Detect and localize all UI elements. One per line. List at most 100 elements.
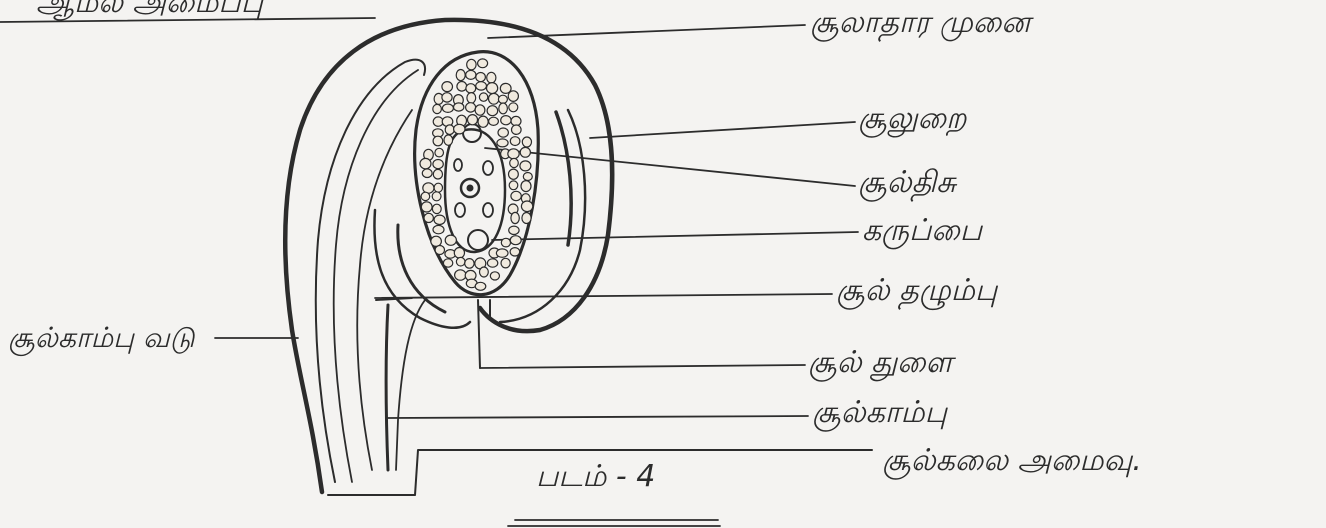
- leader-micropyle: [480, 365, 805, 368]
- nucellus-cell: [489, 93, 500, 104]
- nucellus-cell: [476, 82, 487, 90]
- embryo-cell-3: [455, 203, 465, 217]
- nucellus-cell: [465, 259, 474, 269]
- nucellus-cell: [434, 215, 445, 224]
- inner-integument-right-thick: [556, 112, 571, 245]
- nucellus-cell: [508, 149, 519, 159]
- nucellus-cell: [457, 82, 467, 92]
- nucellus-cell: [445, 235, 456, 245]
- nucellus-cell: [423, 183, 434, 193]
- nucellus-cell: [511, 212, 519, 223]
- nucellus-cell: [455, 270, 466, 280]
- nucellus-cell: [487, 259, 497, 267]
- raphe-line-4: [386, 305, 388, 470]
- heading-text: ஆம்ல அமைப்பு: [36, 0, 263, 18]
- nucellus-cell: [443, 259, 452, 267]
- nucellus-cell: [475, 105, 485, 115]
- nucellus-cell: [522, 213, 531, 224]
- nucellus-cell: [420, 158, 431, 168]
- nucellus-cell: [498, 128, 508, 137]
- nucellus-cell: [433, 104, 442, 113]
- label-funicle: சூல்காம்பு: [812, 398, 947, 428]
- nucellus-cell: [487, 106, 498, 116]
- nucellus-cell: [421, 202, 432, 212]
- leader-embryo-sac: [492, 232, 858, 240]
- nucellus-cell: [512, 125, 522, 134]
- nucellus-cell: [499, 103, 508, 114]
- nucellus-cell: [521, 201, 532, 212]
- nucellus-cell: [442, 82, 453, 92]
- nucellus-cell: [433, 136, 443, 146]
- nucellus-cell: [521, 181, 531, 192]
- label-placenta-tissue: சூல்கலை அமைவு.: [882, 446, 1142, 476]
- nucellus-cell: [435, 246, 444, 255]
- nucellus-cell: [435, 148, 444, 157]
- nucellus-cell: [509, 181, 518, 190]
- embryo-cell-1: [483, 161, 493, 175]
- nucellus-cell: [466, 70, 476, 79]
- nucellus-cell: [454, 248, 464, 259]
- label-placenta: சூல்காம்பு வடு: [8, 318, 198, 359]
- nucellus-cell: [511, 191, 521, 200]
- nucellus-cell: [510, 248, 520, 256]
- nucellus-cell: [501, 116, 511, 125]
- label-nucellus: சூல்திசு: [858, 168, 956, 198]
- nucellus-cell: [456, 70, 465, 81]
- nucellus-cell: [422, 169, 432, 178]
- embryo-cell-2: [483, 203, 493, 217]
- nucellus-cell: [487, 83, 498, 94]
- nucellus-cell: [432, 192, 441, 201]
- leader-funicle: [388, 416, 808, 418]
- nucellus-cell: [497, 139, 508, 147]
- synergid-cell: [468, 230, 488, 250]
- nucellus-cell: [434, 183, 442, 192]
- nucellus-cell: [424, 213, 433, 222]
- label-micropyle: சூல் துளை: [808, 348, 953, 378]
- nucellus-cell: [501, 258, 510, 268]
- nucellus-cell: [523, 173, 532, 181]
- nucellus-cell: [498, 95, 507, 103]
- nucellus-cell: [510, 236, 521, 245]
- nucellus-cell: [509, 169, 519, 179]
- nucellus-cell: [520, 147, 530, 157]
- label-integument: சூலுறை: [858, 104, 966, 134]
- nucellus-cell: [509, 226, 519, 234]
- raphe-line-3: [357, 110, 412, 470]
- nucellus-cell: [478, 59, 488, 68]
- nucellus-cell: [479, 93, 487, 101]
- nucellus-cell: [442, 93, 452, 102]
- nucellus-cell: [445, 125, 454, 135]
- nucellus-cell: [421, 192, 430, 200]
- nucellus-cell: [431, 236, 442, 246]
- polar-nucleus-dot: [467, 185, 473, 191]
- leader-nucellus: [485, 148, 855, 186]
- nucellus-cell: [511, 116, 521, 125]
- nucellus-cell: [522, 137, 531, 147]
- nucellus-cell: [496, 249, 508, 257]
- figure-caption: படம் - 4: [536, 462, 655, 492]
- nucellus-cell: [466, 84, 476, 93]
- nucellus-cell: [433, 160, 443, 169]
- nucellus-cell: [508, 91, 518, 102]
- nucellus-cell: [467, 93, 476, 104]
- nucellus-cell: [490, 272, 499, 280]
- nucellus-cell: [433, 225, 444, 233]
- leader-chalaza: [375, 294, 832, 298]
- antipodal-cell: [463, 124, 481, 142]
- nucellus-cell: [478, 116, 488, 127]
- leader-integument: [590, 122, 855, 138]
- raphe-line-2: [334, 70, 418, 482]
- nucellus-cell: [520, 161, 531, 171]
- nucellus-cell: [487, 72, 496, 83]
- nucellus-cell: [510, 158, 519, 167]
- label-apex: சூலாதார முனை: [810, 8, 1030, 38]
- embryo-cell-4: [454, 159, 462, 171]
- nucellus-cell: [510, 137, 520, 146]
- nucellus-cell: [444, 135, 453, 145]
- nucellus-cell: [489, 117, 499, 125]
- nucellus-cell: [454, 124, 465, 134]
- nucellus-cell: [432, 204, 441, 213]
- nucellus-cell: [509, 103, 518, 112]
- nucellus-cell: [466, 103, 476, 112]
